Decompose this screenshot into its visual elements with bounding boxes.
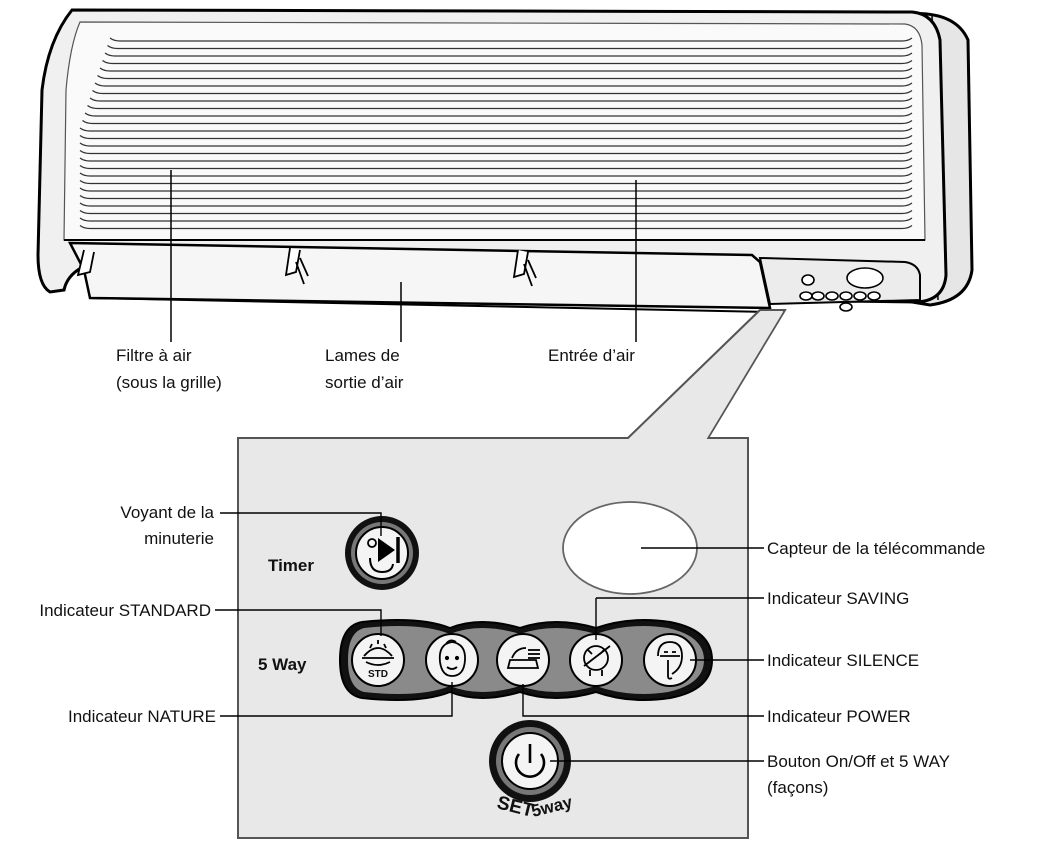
nature-label: Indicateur NATURE [68,707,216,726]
indoor-unit [36,8,974,313]
onoff-label-2: (façons) [767,778,828,797]
power-label: Indicateur POWER [767,707,911,726]
inlet-label: Entrée d’air [548,346,635,365]
silence-label: Indicateur SILENCE [767,651,919,670]
timer-light-label-2: minuterie [144,529,214,548]
grille-slat [94,82,913,87]
timer-light-label-1: Voyant de la [120,503,214,522]
remote-sensor-label: Capteur de la télécommande [767,539,985,558]
grille-slat [79,209,913,215]
grille-slat [102,59,913,65]
grille-slat [104,52,913,57]
air-inlet-grille [79,37,913,230]
std-text: STD [368,669,388,680]
grille-slat [84,112,913,117]
grille-slat [89,97,913,102]
silence-face-icon [657,641,683,680]
silence-indicator [643,633,697,687]
air-outlet-flap [67,241,772,310]
grille-slat [79,194,913,200]
panel-callout-labels: Voyant de la minuterie Capteur de la tél… [39,503,985,797]
grille-slat [79,224,913,230]
mini-control-panel [799,267,884,312]
timer-indicator [345,516,419,590]
blades-label-1: Lames de [325,346,400,365]
power-indicator [496,633,550,687]
grille-slat [97,74,913,80]
panel-callouts [215,512,764,762]
grille-slat [79,187,913,192]
power-symbol-icon [514,744,546,778]
blades-label-2: sortie d’air [325,373,404,392]
standard-mode-icon [362,640,394,666]
grille-slat [99,67,913,72]
grille-slat [79,179,913,185]
grille-slat [92,89,913,95]
baby-face-icon [438,639,466,677]
grille-slat [79,157,913,162]
blade-clips [76,247,537,287]
grille-slat [87,104,913,110]
onoff-5way-button[interactable] [489,720,571,802]
grille-slat [82,119,913,125]
grille-slat [79,217,913,222]
grille-slat [109,37,913,42]
saving-indicator [569,633,623,687]
standard-indicator: STD [351,633,405,687]
power-wind-icon [506,647,540,669]
filter-label-2: (sous la grille) [116,373,222,392]
grille-slat [79,164,913,170]
control-panel-zoom: Timer 5 Way STD [237,309,787,839]
filter-label-1: Filtre à air [116,346,192,365]
grille-slat [79,127,913,132]
saving-mode-icon [583,645,611,676]
grille-slat [79,134,913,140]
standard-label: Indicateur STANDARD [39,601,211,620]
grille-slat [79,202,913,207]
grille-slat [79,142,913,147]
nature-indicator [425,633,479,687]
saving-label: Indicateur SAVING [767,589,909,608]
top-callouts: Filtre à air (sous la grille) Lames de s… [116,170,637,392]
timer-play-icon [367,537,400,574]
grille-slat [107,44,913,50]
onoff-label-1: Bouton On/Off et 5 WAY [767,752,950,771]
grille-slat [79,172,913,177]
grille-slat [79,149,913,155]
timer-label: Timer [268,556,314,575]
fiveway-label: 5 Way [258,655,307,674]
